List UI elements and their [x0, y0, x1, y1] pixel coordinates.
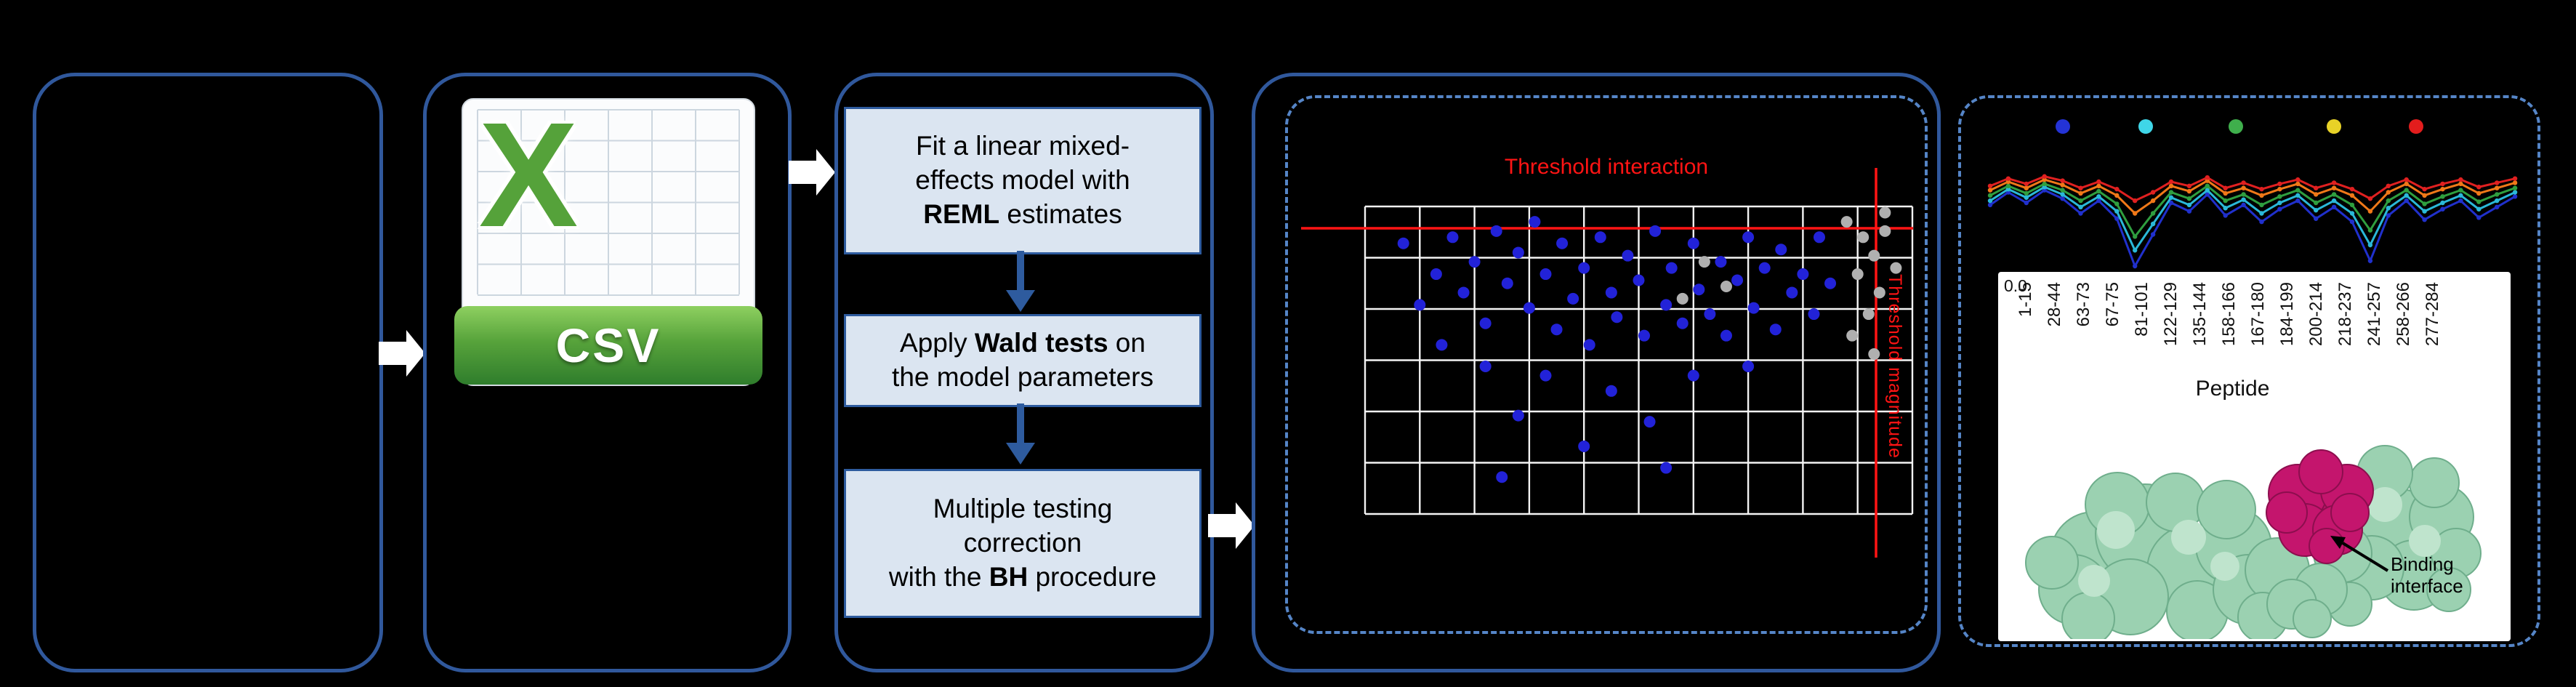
global-plot-frame: Threshold interaction Threshold magnitud…: [1285, 95, 1928, 634]
svg-text:258-266: 258-266: [2394, 282, 2413, 346]
down-arrow-icon: [1006, 403, 1035, 465]
flow-arrow-icon: [789, 149, 835, 196]
spreadsheet-grid: [477, 109, 740, 296]
csv-file-icon: X CSV: [454, 92, 762, 386]
protein-structure-image: [2025, 445, 2482, 639]
flow-arrow-icon: [1208, 502, 1255, 549]
svg-text:67-75: 67-75: [2103, 282, 2122, 326]
panel-stats-pipeline: Fit a linear mixed- effects model with R…: [834, 73, 1214, 672]
svg-text:135-144: 135-144: [2190, 282, 2210, 346]
svg-text:241-257: 241-257: [2364, 282, 2384, 346]
svg-text:1-15: 1-15: [2018, 282, 2035, 317]
svg-text:81-101: 81-101: [2132, 282, 2152, 337]
svg-text:200-214: 200-214: [2306, 282, 2326, 346]
pipeline-step-reml: Fit a linear mixed- effects model with R…: [844, 107, 1202, 254]
svg-text:167-180: 167-180: [2248, 282, 2268, 346]
csv-banner-label: CSV: [454, 306, 762, 385]
threshold-scatter-plot: [1301, 168, 1914, 558]
panel-input: [33, 73, 383, 672]
peptide-plot-panel: 0.0 1-15 28-44 63-73 67-75 81-101 122-129 135-…: [1998, 272, 2511, 641]
x-axis-title: Peptide: [2195, 377, 2270, 401]
peptide-axis-labels: 1-15 28-44 63-73 67-75 81-101 122-129 135-144 1…: [2018, 282, 2442, 346]
svg-text:28-44: 28-44: [2045, 282, 2064, 326]
pipeline-step-bh: Multiple testing correction with the BH …: [844, 469, 1202, 618]
down-arrow-icon: [1006, 251, 1035, 312]
svg-text:277-284: 277-284: [2423, 282, 2442, 346]
svg-text:122-129: 122-129: [2161, 282, 2181, 346]
deuteration-profile-chart: [1987, 119, 2518, 269]
panel-local-visualization: 0.0 1-15 28-44 63-73 67-75 81-101 122-129 135-…: [1958, 95, 2540, 647]
threshold-magnitude-label: Threshold magnitude: [1885, 274, 1905, 459]
excel-x-logo: X: [478, 92, 579, 258]
panel-csv-input: X CSV: [423, 73, 792, 672]
y-axis-tick: 0.0: [2004, 276, 2027, 295]
pipeline-step-wald: Apply Wald tests on the model parameters: [844, 314, 1202, 407]
svg-text:218-237: 218-237: [2335, 282, 2355, 346]
threshold-interaction-label: Threshold interaction: [1504, 155, 1709, 179]
svg-text:63-73: 63-73: [2074, 282, 2093, 326]
svg-text:184-199: 184-199: [2277, 282, 2297, 346]
panel-global-visualization: Threshold interaction Threshold magnitud…: [1252, 73, 1941, 672]
binding-interface-label: Binding interface: [2391, 553, 2463, 597]
svg-text:158-166: 158-166: [2219, 282, 2239, 346]
flow-arrow-icon: [379, 330, 425, 377]
